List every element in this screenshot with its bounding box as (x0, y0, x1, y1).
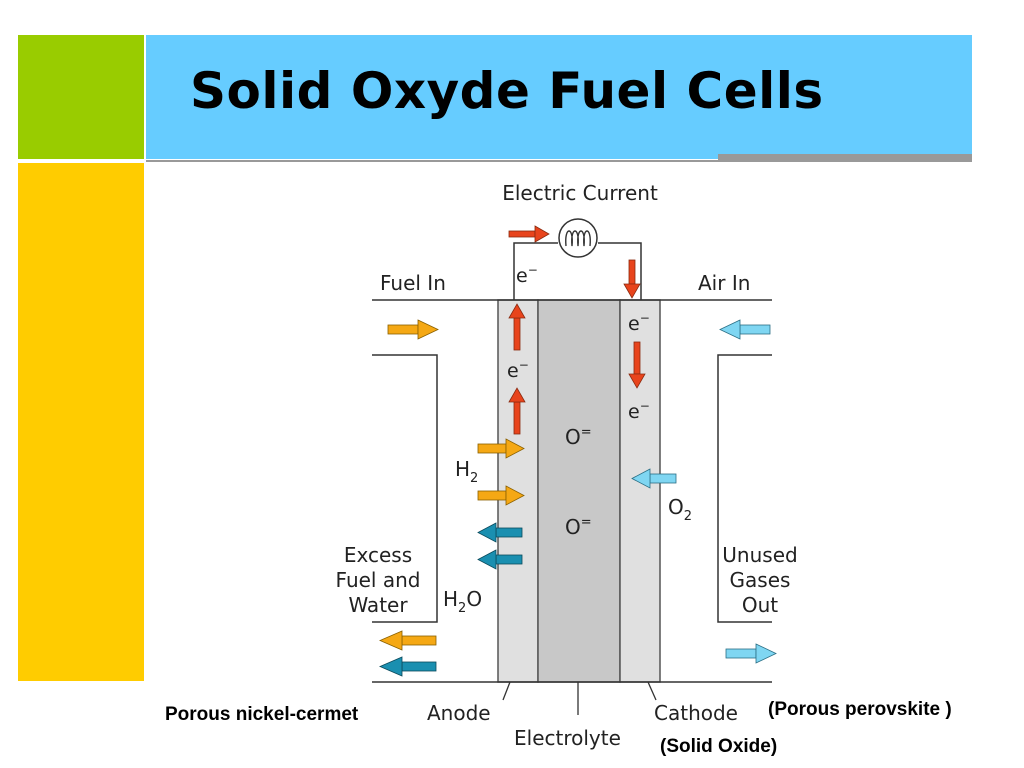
circuit-wire (513, 242, 558, 300)
excess-fuel-label-2: Fuel and (336, 568, 421, 592)
h2o-arrow-1 (477, 522, 523, 543)
electric-current-label: Electric Current (502, 181, 658, 205)
unused-gases-arrow (725, 643, 777, 664)
fuel-channel-wall (372, 354, 438, 623)
electron-arrow-anode-1 (508, 303, 526, 351)
o2-label: O2 (668, 495, 692, 524)
excess-fuel-arrow (378, 630, 437, 651)
oxide-ion-label-1: O= (565, 425, 592, 449)
air-in-arrow (719, 319, 771, 340)
circuit-wire-right (598, 242, 642, 300)
electron-arrow-circuit (508, 225, 550, 243)
excess-water-arrow (378, 656, 437, 677)
electron-arrow-cathode-top (623, 259, 641, 299)
title-underline-accent (718, 154, 972, 162)
electrolyte-label: Electrolyte (514, 726, 621, 750)
air-in-label: Air In (698, 271, 750, 295)
electrolyte-layer (537, 299, 621, 683)
h2-arrow-2 (477, 485, 525, 506)
o2-arrow (631, 468, 677, 489)
title-bar (146, 35, 972, 159)
unused-gases-label-1: Unused (722, 543, 797, 567)
fuel-in-arrow (387, 319, 439, 340)
unused-gases-label-3: Out (742, 593, 778, 617)
cathode-label: Cathode (654, 701, 738, 725)
electron-arrow-cathode-mid (628, 341, 646, 389)
electrolyte-material-caption: (Solid Oxide) (660, 736, 778, 757)
electron-label-cathode-1: e− (628, 311, 650, 335)
cathode-leader (647, 681, 657, 701)
anode-label: Anode (427, 701, 491, 725)
excess-fuel-label-1: Excess (344, 543, 412, 567)
cathode-material-caption: (Porous perovskite ) (768, 699, 952, 720)
oxide-ion-label-2: O= (565, 515, 592, 539)
fuel-in-label: Fuel In (380, 271, 446, 295)
h2o-label: H2O (443, 587, 482, 616)
anode-material-caption: Porous nickel-cermet (165, 704, 359, 725)
h2o-arrow-2 (477, 549, 523, 570)
electron-label-circuit: e− (516, 263, 538, 287)
green-accent-block (18, 35, 144, 159)
yellow-accent-block (18, 163, 144, 681)
electron-label-cathode-2: e− (628, 399, 650, 423)
title-underline (146, 160, 718, 162)
coil-icon (565, 230, 591, 247)
electron-label-anode: e− (507, 358, 529, 382)
unused-gases-label-2: Gases (730, 568, 791, 592)
air-channel-wall (717, 354, 772, 623)
page-title: Solid Oxyde Fuel Cells (190, 62, 824, 120)
anode-leader (502, 681, 511, 701)
excess-fuel-label-3: Water (348, 593, 408, 617)
electron-arrow-anode-2 (508, 387, 526, 435)
h2-arrow-1 (477, 438, 525, 459)
h2-label: H2 (455, 457, 478, 486)
